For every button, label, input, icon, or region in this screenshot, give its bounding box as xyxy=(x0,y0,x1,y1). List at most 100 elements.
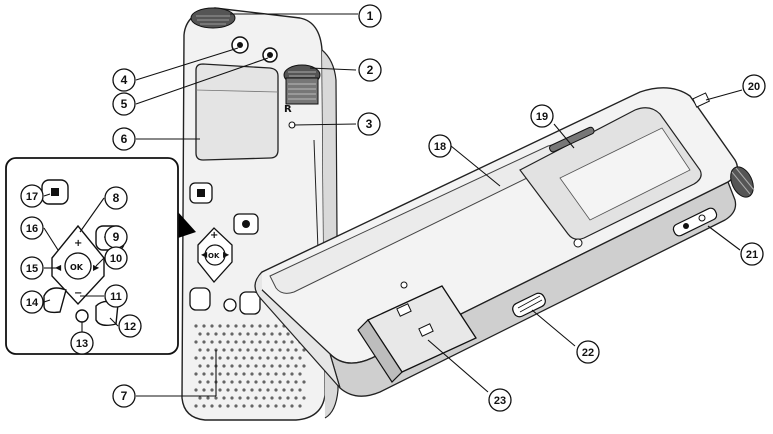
grille-hole xyxy=(294,396,298,400)
grille-hole xyxy=(274,340,278,344)
grille-hole xyxy=(218,340,222,344)
grille-hole xyxy=(270,332,274,336)
grille-hole xyxy=(222,380,226,384)
grille-hole xyxy=(298,356,302,360)
callout-number: 5 xyxy=(121,97,128,111)
callout-number: 14 xyxy=(26,297,39,309)
callout-21: 21 xyxy=(740,242,764,266)
grille-hole xyxy=(254,364,258,368)
grille-hole xyxy=(206,396,210,400)
display-screen xyxy=(195,63,279,161)
grille-hole xyxy=(270,380,274,384)
callout-circle xyxy=(104,186,128,210)
grille-hole xyxy=(218,404,222,408)
grille-hole xyxy=(206,380,210,384)
grille-hole xyxy=(258,372,262,376)
callout-number: 23 xyxy=(494,395,506,407)
grille-hole xyxy=(294,364,298,368)
grille-hole xyxy=(210,356,214,360)
menu-button-front xyxy=(189,287,211,311)
grille-hole xyxy=(234,340,238,344)
callout-circle xyxy=(112,384,136,408)
callout-8: 8 xyxy=(104,186,128,210)
callout-6: 6 xyxy=(112,127,136,151)
callout-number: 10 xyxy=(110,253,122,265)
grille-hole xyxy=(202,356,206,360)
grille-hole xyxy=(302,348,306,352)
grille-hole xyxy=(218,372,222,376)
minus-label: − xyxy=(74,288,82,299)
grille-hole xyxy=(250,388,254,392)
grille-hole xyxy=(234,324,238,328)
grille-hole xyxy=(202,340,206,344)
grille-hole xyxy=(282,340,286,344)
grille-hole xyxy=(198,364,202,368)
grille-hole xyxy=(274,372,278,376)
callout-number: 19 xyxy=(536,111,548,123)
callout-3: 3 xyxy=(357,112,381,136)
callout-number: 21 xyxy=(746,249,758,261)
grille-hole xyxy=(226,372,230,376)
callout-circle xyxy=(358,58,382,82)
grille-hole xyxy=(206,332,210,336)
callout-circle xyxy=(20,184,44,208)
usb-connector xyxy=(357,285,477,383)
grille-hole xyxy=(302,396,306,400)
grille-hole xyxy=(194,324,198,328)
grille-hole xyxy=(230,348,234,352)
callout-circle xyxy=(742,74,766,98)
callout-circle xyxy=(20,256,44,280)
callout-22: 22 xyxy=(576,340,600,364)
callout-circle xyxy=(112,68,136,92)
grille-hole xyxy=(238,348,242,352)
svg-text:◀: ◀ xyxy=(201,250,208,259)
callout-number: 22 xyxy=(582,347,594,359)
callout-18: 18 xyxy=(428,134,452,158)
grille-hole xyxy=(258,324,262,328)
left-microphone xyxy=(190,7,236,29)
callout-17: 17 xyxy=(20,184,44,208)
grille-hole xyxy=(246,364,250,368)
grille-hole xyxy=(262,396,266,400)
grille-hole xyxy=(246,348,250,352)
grille-hole xyxy=(278,364,282,368)
grille-hole xyxy=(206,348,210,352)
grille-hole xyxy=(270,348,274,352)
grille-hole xyxy=(222,332,226,336)
grille-hole xyxy=(266,404,270,408)
grille-hole xyxy=(286,364,290,368)
grille-hole xyxy=(270,396,274,400)
grille-hole xyxy=(206,364,210,368)
grille-hole xyxy=(230,364,234,368)
grille-hole xyxy=(262,348,266,352)
callout-circle xyxy=(530,104,554,128)
grille-hole xyxy=(246,396,250,400)
grille-hole xyxy=(214,332,218,336)
callout-circle xyxy=(70,331,94,355)
grille-hole xyxy=(226,388,230,392)
menu-button xyxy=(43,287,67,314)
callout-circle xyxy=(20,216,44,240)
grille-hole xyxy=(290,340,294,344)
grille-hole xyxy=(202,324,206,328)
grille-hole xyxy=(258,356,262,360)
leader-lines xyxy=(43,13,743,397)
grille-hole xyxy=(266,372,270,376)
grille-hole xyxy=(286,332,290,336)
callout-13: 13 xyxy=(70,331,94,355)
grille-hole xyxy=(246,332,250,336)
callout-23: 23 xyxy=(488,388,512,412)
grille-hole xyxy=(250,324,254,328)
callout-number: 17 xyxy=(26,191,38,203)
grille-hole xyxy=(218,324,222,328)
grille-hole xyxy=(254,396,258,400)
button-zoom-box: OK + − ◀ ▶ xyxy=(5,157,196,355)
grille-hole xyxy=(238,364,242,368)
grille-hole xyxy=(266,324,270,328)
callout-circle xyxy=(576,340,600,364)
grille-hole xyxy=(298,388,302,392)
callout-number: 3 xyxy=(366,117,373,131)
grille-hole xyxy=(218,356,222,360)
